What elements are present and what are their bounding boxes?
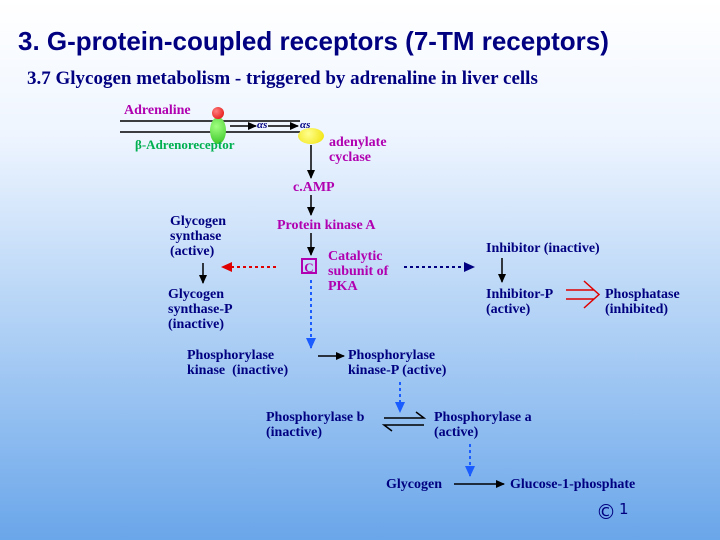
adenylate-cyclase-label: adenylate cyclase [329, 135, 387, 165]
glucose-1-phosphate-label: Glucose-1-phosphate [510, 477, 636, 492]
camp-label: c.AMP [293, 180, 335, 195]
adrenaline-ligand-shape [212, 107, 224, 119]
glycogen-synthase-active-label: Glycogen synthase (active) [170, 214, 226, 259]
glycogen-label: Glycogen [386, 477, 442, 492]
beta-receptor-shape [210, 117, 226, 144]
catalytic-subunit-label: Catalytic subunit of PKA [328, 249, 389, 294]
catalytic-subunit-box: C [301, 258, 317, 275]
phosphorylase-b-label: Phosphorylase b (inactive) [266, 410, 365, 440]
slide-title: 3. G-protein-coupled receptors (7-TM rec… [18, 26, 609, 56]
adrenaline-label: Adrenaline [124, 103, 191, 118]
equilibrium-reverse-arrow [381, 424, 424, 432]
phosphorylase-kinase-inactive-label: Phosphorylase kinase (inactive) [187, 348, 289, 378]
inhibitor-p-label: Inhibitor-P (active) [486, 287, 554, 317]
phosphatase-label: Phosphatase (inhibited) [605, 287, 680, 317]
phosphorylase-kinase-p-label: Phosphorylase kinase-P (active) [348, 348, 447, 378]
copyright-symbol: © [596, 500, 616, 524]
phosphorylase-a-label: Phosphorylase a (active) [434, 410, 532, 440]
equilibrium-forward-arrow [384, 411, 427, 419]
inhibition-hollow-arrow [566, 280, 601, 309]
alpha-s-label-1: αs [257, 119, 268, 131]
beta-receptor-label: β-Adrenoreceptor [135, 137, 235, 152]
copyright-footer: ©1 [596, 500, 629, 524]
slide-subtitle: 3.7 Glycogen metabolism - triggered by a… [27, 68, 538, 89]
page-number: 1 [619, 500, 629, 518]
alpha-s-label-2: αs [300, 119, 311, 131]
glycogen-synthase-p-label: Glycogen synthase-P (inactive) [168, 287, 233, 332]
adenylate-cyclase-shape [298, 128, 324, 144]
inhibitor-inactive-label: Inhibitor (inactive) [486, 241, 600, 256]
protein-kinase-a-label: Protein kinase A [277, 218, 376, 233]
